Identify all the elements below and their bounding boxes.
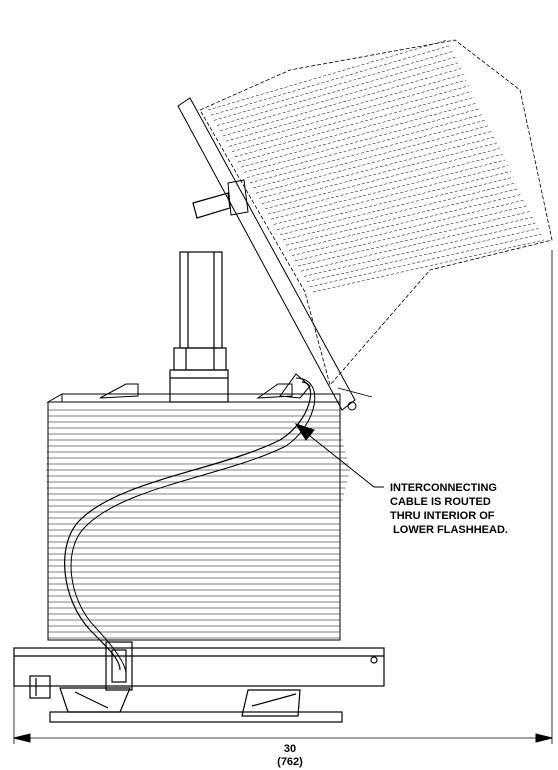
annotation-leader <box>294 423 384 488</box>
upper-flashhead <box>177 39 553 411</box>
upper-lens-ribs <box>207 39 545 293</box>
overall-width-dimension <box>13 250 553 744</box>
lower-flashhead <box>46 373 350 673</box>
interconnecting-cable <box>64 381 311 671</box>
lower-lens-ribs <box>46 409 350 639</box>
annotation-line-4: LOWER FLASHHEAD. <box>390 524 508 536</box>
annotation-line-1: INTERCONNECTING <box>390 482 497 494</box>
top-connector <box>169 251 229 403</box>
mounting-base <box>13 641 385 723</box>
annotation-line-2: CABLE IS ROUTED <box>390 496 491 508</box>
dimension-metric: (762) <box>277 756 303 768</box>
annotation-line-3: THRU INTERIOR OF <box>390 510 495 522</box>
dimension-value: 30 <box>284 743 296 755</box>
